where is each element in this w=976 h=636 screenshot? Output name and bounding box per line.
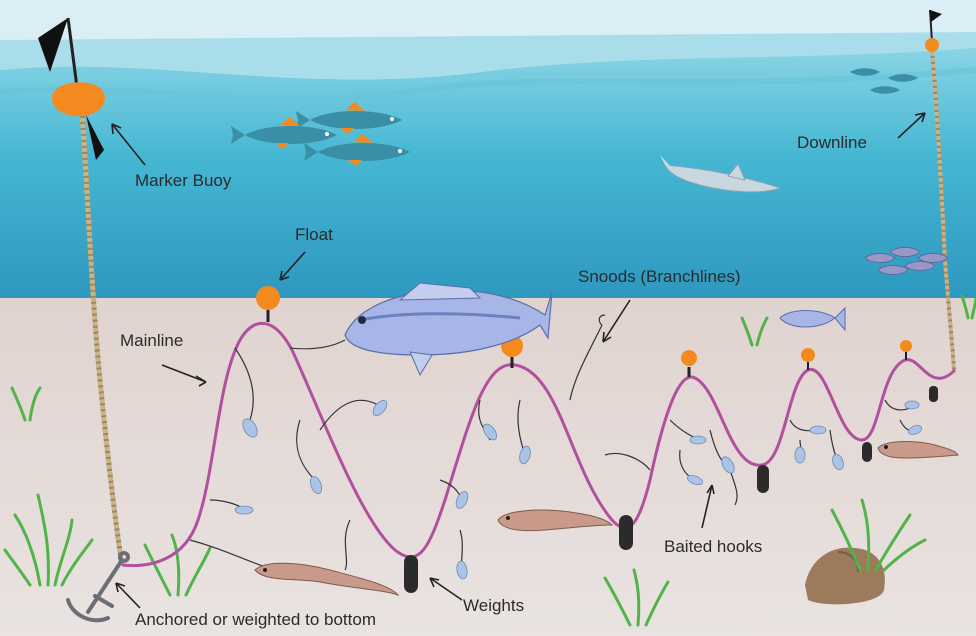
label-anchored: Anchored or weighted to bottom — [135, 611, 376, 628]
label-mainline: Mainline — [120, 332, 183, 349]
label-weights: Weights — [463, 597, 524, 614]
label-baited-hooks: Baited hooks — [664, 538, 762, 555]
label-marker-buoy: Marker Buoy — [135, 172, 231, 189]
label-downline: Downline — [797, 134, 867, 151]
label-snoods: Snoods (Branchlines) — [578, 268, 741, 285]
label-float: Float — [295, 226, 333, 243]
